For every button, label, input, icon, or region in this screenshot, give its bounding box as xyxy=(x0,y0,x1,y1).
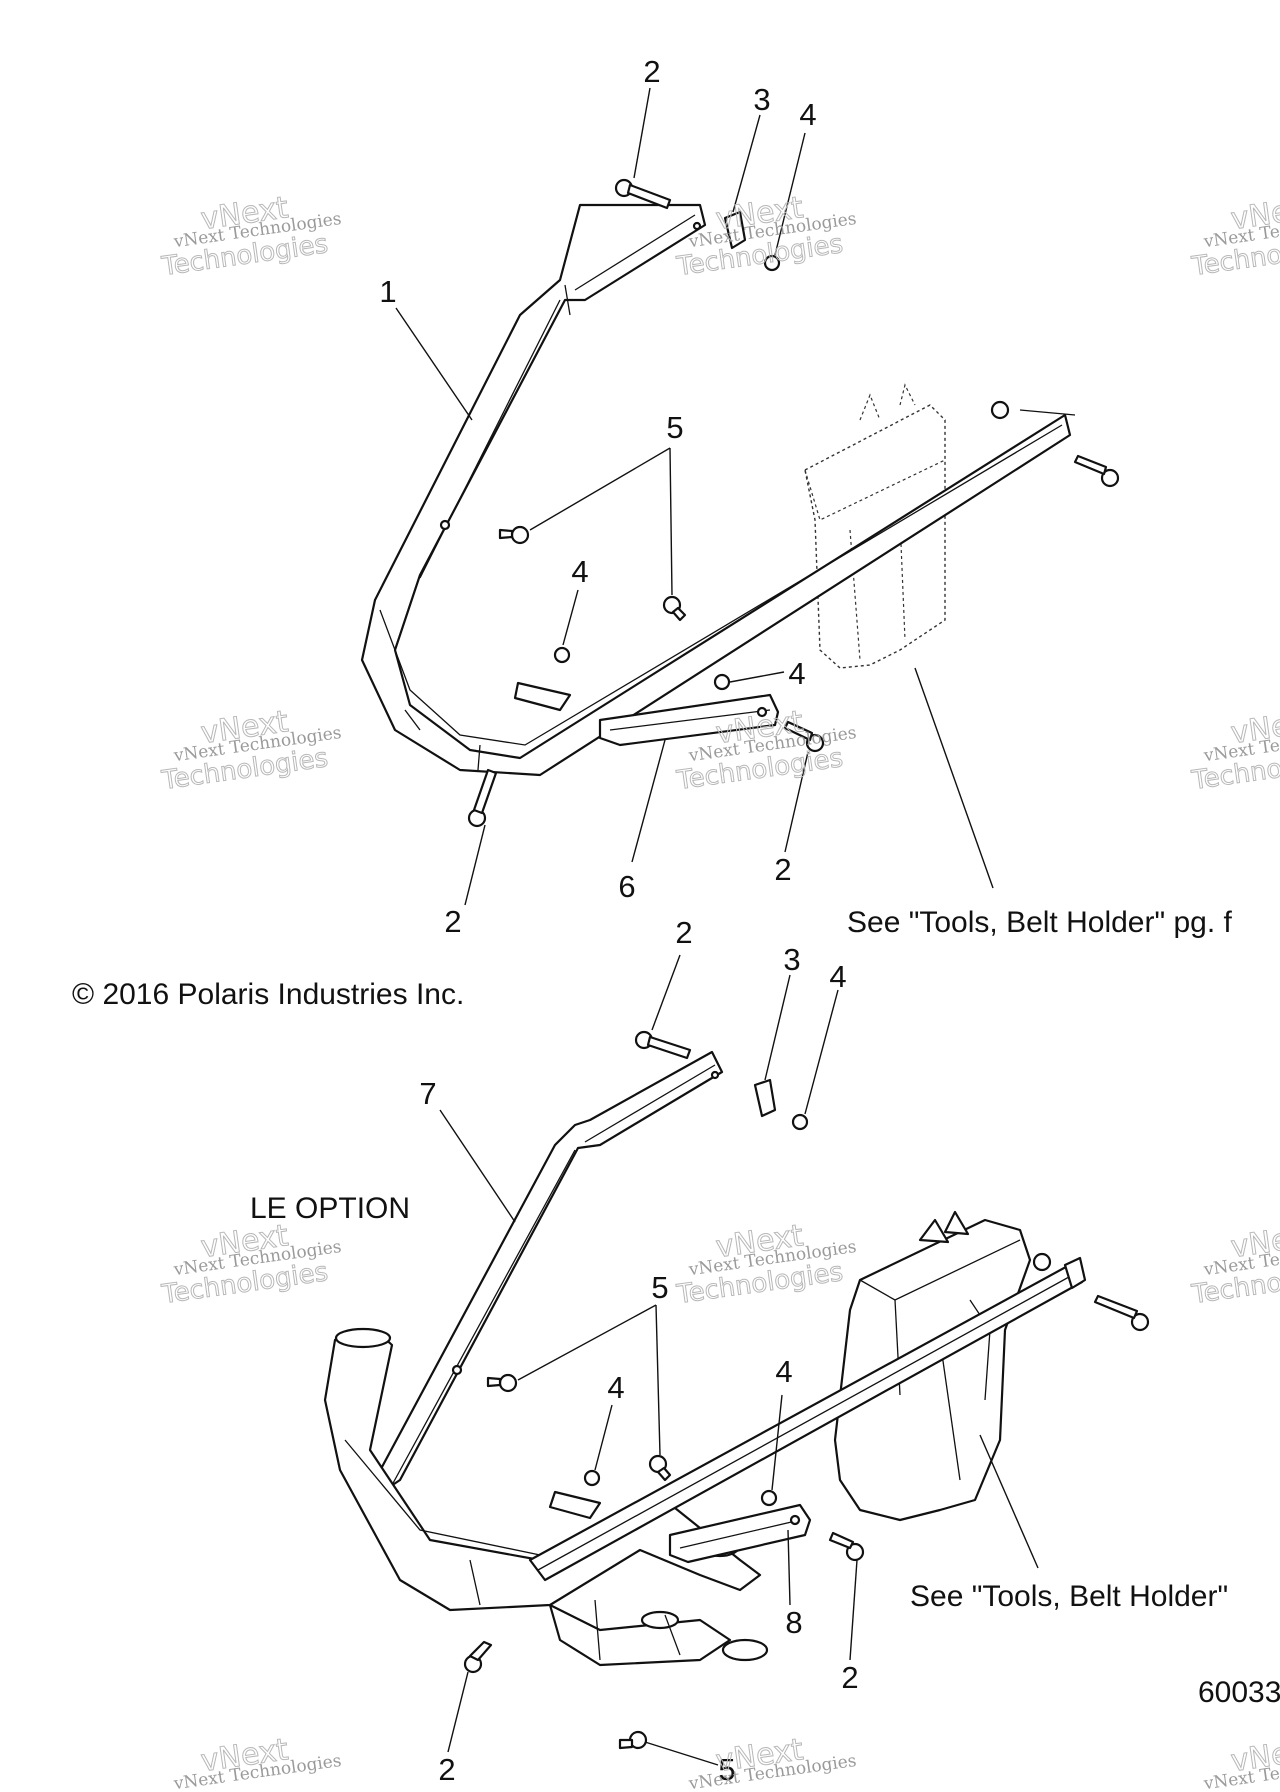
bolt-top-right xyxy=(1073,454,1120,488)
callout-5-top: 5 xyxy=(666,410,683,445)
bolt-bottom-lower-left xyxy=(463,1640,493,1674)
bolt-bottom-upper xyxy=(634,1030,692,1060)
callout-5-bottom-b: 5 xyxy=(718,1752,735,1787)
callout-2-top-b: 2 xyxy=(774,852,791,887)
callout-7: 7 xyxy=(419,1076,436,1111)
nut-top-right xyxy=(990,400,1010,420)
callout-3-bottom: 3 xyxy=(783,942,800,977)
watermark: vNext vNext Technologies Technologies xyxy=(674,190,858,283)
clamp-part-3-top xyxy=(723,210,747,250)
bracket-part-8 xyxy=(668,1503,812,1564)
watermark: vNext vNext Technologies Technologies xyxy=(159,1218,343,1311)
mount-plate-top xyxy=(513,681,572,712)
callout-5-bottom-a: 5 xyxy=(651,1270,668,1305)
top-assembly: 2 3 4 1 5 4 4 2 6 2 See "Tools, Belt Hol… xyxy=(360,54,1232,939)
bolt-bottom-right xyxy=(1093,1294,1150,1332)
leaders-bottom xyxy=(439,954,1039,1766)
pushpin-bottom-2 xyxy=(648,1454,672,1482)
watermark: vNext vNext Technologies Technologies xyxy=(1189,190,1280,283)
le-option-label: LE OPTION xyxy=(250,1192,410,1225)
watermarks: vNext vNext Technologies Technologies vN… xyxy=(159,190,1280,1792)
bolt-bottom-bracket xyxy=(828,1531,865,1562)
clamp-part-3-bottom xyxy=(753,1078,777,1118)
callout-4-bottom-a: 4 xyxy=(829,959,846,994)
callout-2-top-a: 2 xyxy=(643,54,660,89)
side-rail-bottom xyxy=(528,1256,1087,1582)
mount-plate-bottom xyxy=(548,1490,602,1520)
callout-4-bottom-c: 4 xyxy=(775,1354,792,1389)
nut-bottom-bracket xyxy=(760,1489,778,1507)
pushpin-top-2 xyxy=(662,595,687,622)
callout-3-top: 3 xyxy=(753,82,770,117)
bumper-bar-part-7 xyxy=(373,1050,724,1492)
callout-4-bottom-b: 4 xyxy=(607,1370,624,1405)
callout-4-top-b: 4 xyxy=(571,554,588,589)
watermark: vNext vNext Technologies xyxy=(687,1732,858,1792)
watermark: vNext vNext Technologies Technologies xyxy=(674,1218,858,1311)
drawing-number: 60033 xyxy=(1198,1676,1280,1709)
callout-4-top-c: 4 xyxy=(788,656,805,691)
nut-top-bracket xyxy=(713,673,731,691)
nut-top-middle xyxy=(553,646,571,664)
watermark: vNext vNext Technologies xyxy=(172,1732,343,1792)
callout-2-bottom-b: 2 xyxy=(841,1660,858,1695)
watermark: vNext vNext Technologies Technologies xyxy=(159,190,343,283)
nut-bottom-middle xyxy=(583,1469,601,1487)
bolt-top-lower-left xyxy=(467,768,498,828)
callout-2-bottom-a: 2 xyxy=(675,915,692,950)
pushpin-bottom-1 xyxy=(486,1373,518,1393)
lower-tube-assembly xyxy=(323,1327,769,1667)
callout-1: 1 xyxy=(379,274,396,309)
callout-6: 6 xyxy=(618,869,635,904)
nut-bottom-right xyxy=(1032,1252,1052,1272)
bolt-top-upper xyxy=(614,178,672,210)
see-tools-note-bottom: See "Tools, Belt Holder" xyxy=(910,1580,1228,1613)
callout-8: 8 xyxy=(785,1605,802,1640)
pushpin-top-1 xyxy=(498,525,530,545)
callout-2-bottom-c: 2 xyxy=(438,1752,455,1787)
pushpin-bottom-3 xyxy=(618,1730,648,1750)
callout-2-top-c: 2 xyxy=(444,904,461,939)
belt-holder-bottom xyxy=(833,1210,1032,1522)
watermark: vNext vNext Technologies xyxy=(1202,1732,1280,1792)
nut-top-upper xyxy=(763,254,781,272)
nut-bottom-upper xyxy=(791,1113,809,1131)
callout-4-top-a: 4 xyxy=(799,97,816,132)
bracket-part-6 xyxy=(598,693,780,747)
bottom-assembly: 2 3 4 7 5 4 4 8 2 2 5 LE OPTION See "Too… xyxy=(250,915,1280,1787)
see-tools-note-top: See "Tools, Belt Holder" pg. f xyxy=(847,906,1232,939)
watermark: vNext vNext Technologies Technologies xyxy=(1189,1218,1280,1311)
copyright-text: © 2016 Polaris Industries Inc. xyxy=(72,978,464,1011)
watermark: vNext vNext Technologies Technologies xyxy=(1189,704,1280,797)
bumper-bar-part-1 xyxy=(360,203,1076,777)
leaders-top xyxy=(395,87,994,906)
watermark: vNext vNext Technologies Technologies xyxy=(159,704,343,797)
bolt-top-bracket xyxy=(783,720,825,753)
